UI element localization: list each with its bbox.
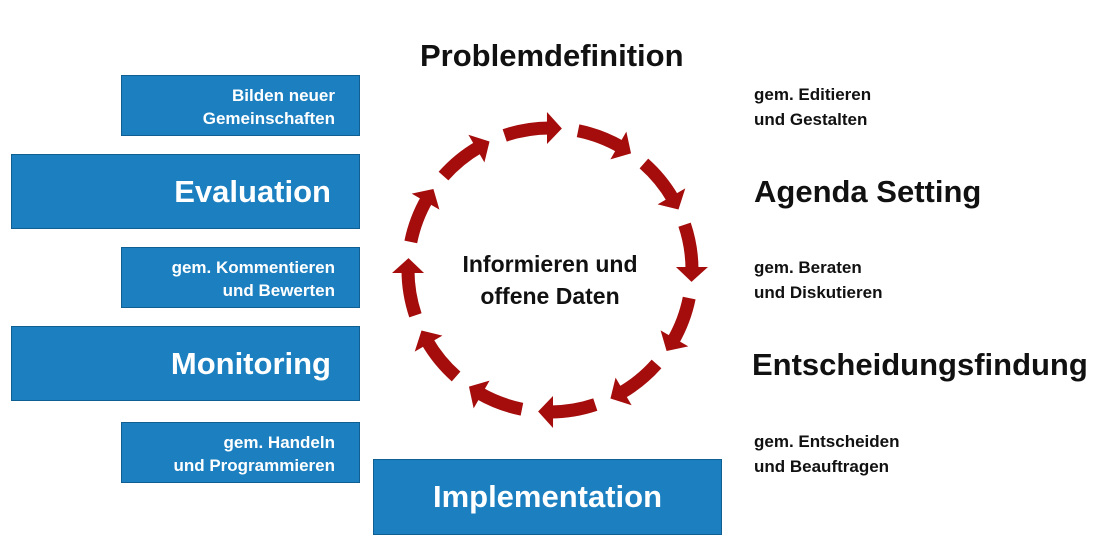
cycle-arrow-shaft bbox=[576, 124, 625, 153]
cycle-arrow-shaft bbox=[550, 398, 598, 419]
box-implementation: Implementation bbox=[373, 459, 722, 535]
box-line-2: und Bewerten bbox=[222, 281, 335, 300]
box-line-1: Bilden neuer bbox=[232, 86, 335, 105]
box-label: Implementation bbox=[432, 479, 663, 514]
cycle-arrow-shaft bbox=[678, 222, 699, 270]
cycle-arrow-head bbox=[411, 188, 440, 210]
center-line-1: Informieren und bbox=[462, 251, 638, 277]
activity-line-2: und Gestalten bbox=[754, 110, 868, 129]
box-line-2: Gemeinschaften bbox=[202, 109, 335, 128]
cycle-arrow-head bbox=[610, 131, 632, 160]
cycle-arrow-head bbox=[675, 266, 708, 282]
cycle-arrow-shaft bbox=[667, 296, 696, 345]
cycle-arrow bbox=[675, 222, 708, 282]
cycle-arrow-head bbox=[414, 330, 443, 352]
cycle-arrow-shaft bbox=[502, 121, 550, 142]
center-text: Informieren und offene Daten bbox=[430, 248, 670, 312]
box-evaluation: Evaluation bbox=[11, 154, 360, 229]
stage-problemdefinition: Problemdefinition bbox=[420, 38, 684, 73]
cycle-arrow-head bbox=[610, 377, 632, 406]
cycle-arrow bbox=[392, 258, 425, 318]
cycle-arrow-head bbox=[538, 395, 554, 428]
activity-line-2: und Diskutieren bbox=[754, 283, 883, 302]
cycle-arrow-head bbox=[657, 188, 686, 210]
box-line-1: gem. Handeln bbox=[223, 433, 335, 452]
cycle-arrow bbox=[414, 330, 461, 382]
cycle-arrow-head bbox=[468, 380, 490, 409]
activity-line-1: gem. Editieren bbox=[754, 85, 872, 104]
stage-agenda-setting: Agenda Setting bbox=[754, 174, 982, 209]
box-label: Monitoring bbox=[170, 345, 331, 381]
box-handeln-programmieren: gem. Handeln und Programmieren bbox=[121, 422, 360, 483]
box-line-1: gem. Kommentieren bbox=[171, 258, 335, 277]
cycle-arrow-shaft bbox=[475, 387, 524, 416]
cycle-arrow bbox=[468, 380, 524, 416]
box-label: Evaluation bbox=[174, 173, 331, 209]
cycle-arrow-shaft bbox=[421, 337, 461, 382]
box-bilden-neuer-gemeinschaften: Bilden neuer Gemeinschaften bbox=[121, 75, 360, 136]
center-line-2: offene Daten bbox=[480, 283, 620, 309]
activity-line-2: und Beauftragen bbox=[754, 457, 890, 476]
cycle-arrow-head bbox=[660, 330, 689, 352]
activity-editieren-gestalten: gem. Editieren und Gestalten bbox=[754, 82, 871, 132]
activity-beraten-diskutieren: gem. Beraten und Diskutieren bbox=[754, 255, 882, 305]
cycle-arrow-head bbox=[468, 134, 490, 163]
cycle-arrow-shaft bbox=[438, 141, 483, 181]
stage-entscheidungsfindung: Entscheidungsfindung bbox=[752, 347, 1088, 382]
activity-line-1: gem. Entscheiden bbox=[754, 432, 900, 451]
cycle-arrow bbox=[610, 359, 662, 406]
cycle-arrow bbox=[404, 188, 440, 244]
cycle-arrow bbox=[576, 124, 632, 160]
cycle-arrow-shaft bbox=[639, 158, 679, 203]
activity-entscheiden-beauftragen: gem. Entscheiden und Beauftragen bbox=[754, 429, 899, 479]
cycle-arrow bbox=[438, 134, 490, 181]
cycle-arrow bbox=[660, 296, 696, 352]
cycle-arrow-head bbox=[392, 258, 425, 274]
box-kommentieren-bewerten: gem. Kommentieren und Bewerten bbox=[121, 247, 360, 308]
box-monitoring: Monitoring bbox=[11, 326, 360, 401]
cycle-arrow-shaft bbox=[401, 270, 422, 318]
cycle-arrow-shaft bbox=[404, 195, 433, 244]
cycle-arrow bbox=[502, 112, 562, 145]
cycle-arrow bbox=[639, 158, 686, 210]
cycle-arrow bbox=[538, 395, 598, 428]
cycle-arrow-head bbox=[546, 112, 562, 145]
cycle-arrows bbox=[392, 112, 708, 428]
activity-line-1: gem. Beraten bbox=[754, 258, 862, 277]
box-line-2: und Programmieren bbox=[173, 456, 335, 475]
cycle-arrow-shaft bbox=[617, 359, 662, 399]
